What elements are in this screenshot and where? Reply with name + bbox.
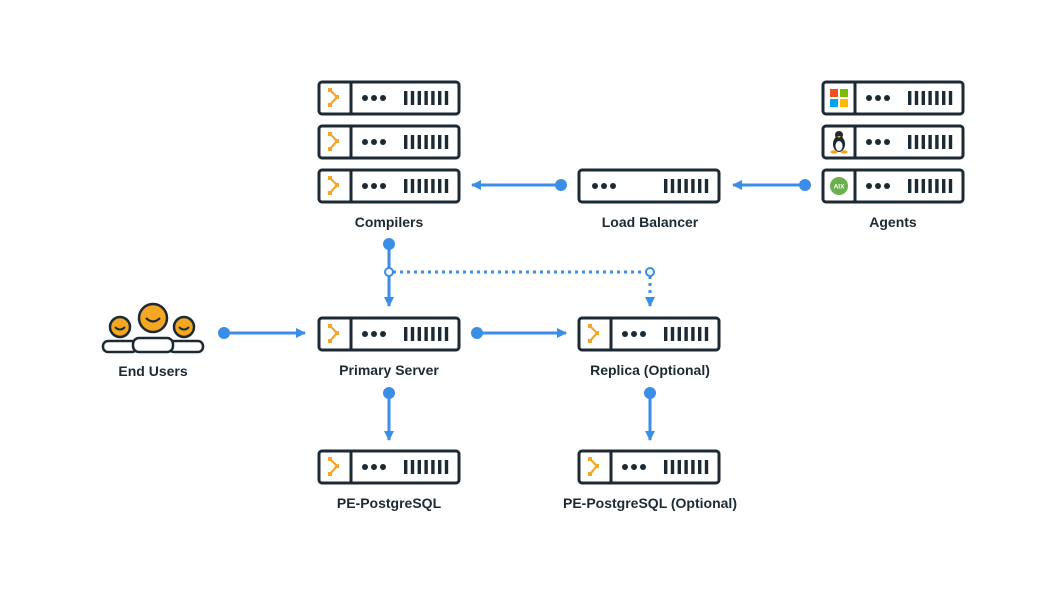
server-nodes: AIX: [317, 80, 965, 485]
puppet-icon: [328, 457, 339, 476]
puppet-icon: [328, 176, 339, 195]
status-dots: [362, 464, 386, 470]
linux-icon: [830, 131, 848, 154]
drive-bars: [664, 460, 709, 474]
aix-icon: AIX: [830, 177, 848, 195]
puppet-icon: [328, 324, 339, 343]
drive-bars: [908, 91, 953, 105]
drive-bars: [404, 135, 449, 149]
drive-bars: [664, 179, 709, 193]
status-dots: [866, 183, 890, 189]
user-right: [167, 315, 205, 354]
edge-compilers-to-replica-dotted: [384, 267, 655, 307]
load-balancer-server: [577, 168, 721, 204]
pe-postgresql-optional-label: PE-PostgreSQL (Optional): [563, 495, 737, 511]
drive-bars: [404, 91, 449, 105]
drive-bars: [908, 135, 953, 149]
user-center: [131, 302, 175, 354]
edge-primary-to-replica: [471, 327, 567, 339]
puppet-icon: [588, 324, 599, 343]
puppet-icon: [328, 132, 339, 151]
edge-end-users-to-primary: [218, 327, 306, 339]
drive-bars: [908, 179, 953, 193]
status-dots: [362, 183, 386, 189]
compiler-server-3: [317, 168, 461, 204]
drive-bars: [404, 460, 449, 474]
status-dots: [622, 464, 646, 470]
replica-label: Replica (Optional): [590, 362, 710, 378]
status-dots: [362, 331, 386, 337]
edge-replica-to-postgresql-optional: [644, 387, 656, 441]
pe-postgresql-label: PE-PostgreSQL: [337, 495, 442, 511]
agent-server-3: AIX: [821, 168, 965, 204]
puppet-icon: [588, 457, 599, 476]
puppet-icon: [328, 88, 339, 107]
load-balancer-label: Load Balancer: [602, 214, 699, 230]
compiler-server-2: [317, 124, 461, 160]
edge-load-balancer-to-compilers: [471, 179, 567, 191]
agent-server-2: [821, 124, 965, 160]
windows-icon: [830, 89, 848, 107]
compilers-label: Compilers: [355, 214, 424, 230]
primary-server-label: Primary Server: [339, 362, 439, 378]
status-dots: [592, 183, 616, 189]
status-dots: [622, 331, 646, 337]
edge-primary-to-postgresql: [383, 387, 395, 441]
drive-bars: [404, 179, 449, 193]
agents-label: Agents: [869, 214, 917, 230]
status-dots: [362, 95, 386, 101]
pe-postgresql-server: [317, 449, 461, 485]
agent-server-1: [821, 80, 965, 116]
status-dots: [362, 139, 386, 145]
status-dots: [866, 139, 890, 145]
primary-server: [317, 316, 461, 352]
drive-bars: [404, 327, 449, 341]
end-users-label: End Users: [118, 363, 187, 379]
drive-bars: [664, 327, 709, 341]
status-dots: [866, 95, 890, 101]
labels: Compilers Load Balancer Agents End Users…: [118, 214, 917, 511]
aix-text: AIX: [834, 184, 846, 191]
compiler-server-1: [317, 80, 461, 116]
edge-agents-to-load-balancer: [732, 179, 811, 191]
users-icon: [101, 302, 205, 354]
replica-server: [577, 316, 721, 352]
pe-postgresql-optional-server: [577, 449, 721, 485]
edges: [218, 179, 811, 441]
